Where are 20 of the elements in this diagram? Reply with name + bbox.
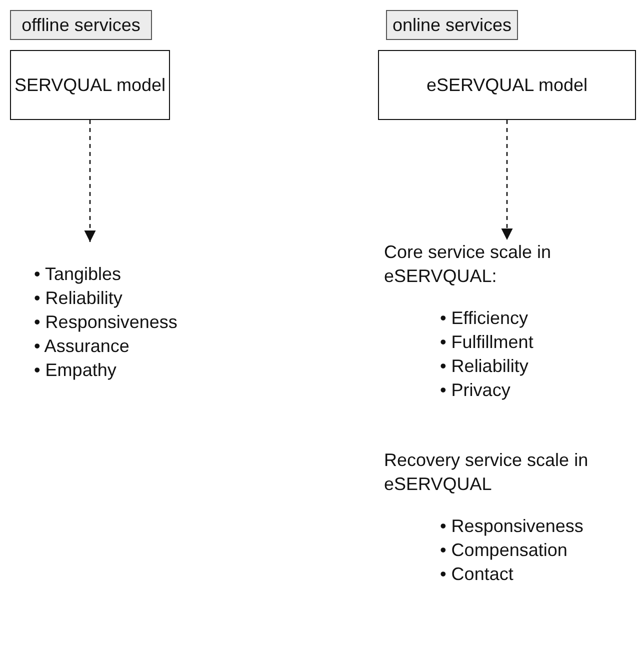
bullet-item: • Empathy bbox=[34, 359, 116, 382]
bullet-item: • Assurance bbox=[34, 335, 130, 358]
model-box: eSERVQUAL model bbox=[378, 50, 636, 120]
bullet-item: • Compensation bbox=[440, 539, 568, 562]
list-heading: Recovery service scale in eSERVQUAL bbox=[384, 449, 590, 496]
bullet-item: • Efficiency bbox=[440, 307, 528, 330]
dashed-arrow bbox=[84, 120, 96, 242]
bullet-item: • Contact bbox=[440, 563, 514, 586]
category-label: offline services bbox=[10, 10, 152, 40]
bullet-item: • Responsiveness bbox=[34, 311, 178, 334]
bullet-item: • Responsiveness bbox=[440, 515, 584, 538]
bullet-item: • Reliability bbox=[34, 287, 122, 310]
bullet-item: • Reliability bbox=[440, 355, 528, 378]
category-label: online services bbox=[386, 10, 518, 40]
bullet-item: • Fulfillment bbox=[440, 331, 534, 354]
bullet-item: • Privacy bbox=[440, 379, 510, 402]
model-box: SERVQUAL model bbox=[10, 50, 170, 120]
list-heading: Core service scale in eSERVQUAL: bbox=[384, 241, 552, 288]
dashed-arrow bbox=[501, 120, 513, 240]
bullet-item: • Tangibles bbox=[34, 263, 122, 286]
